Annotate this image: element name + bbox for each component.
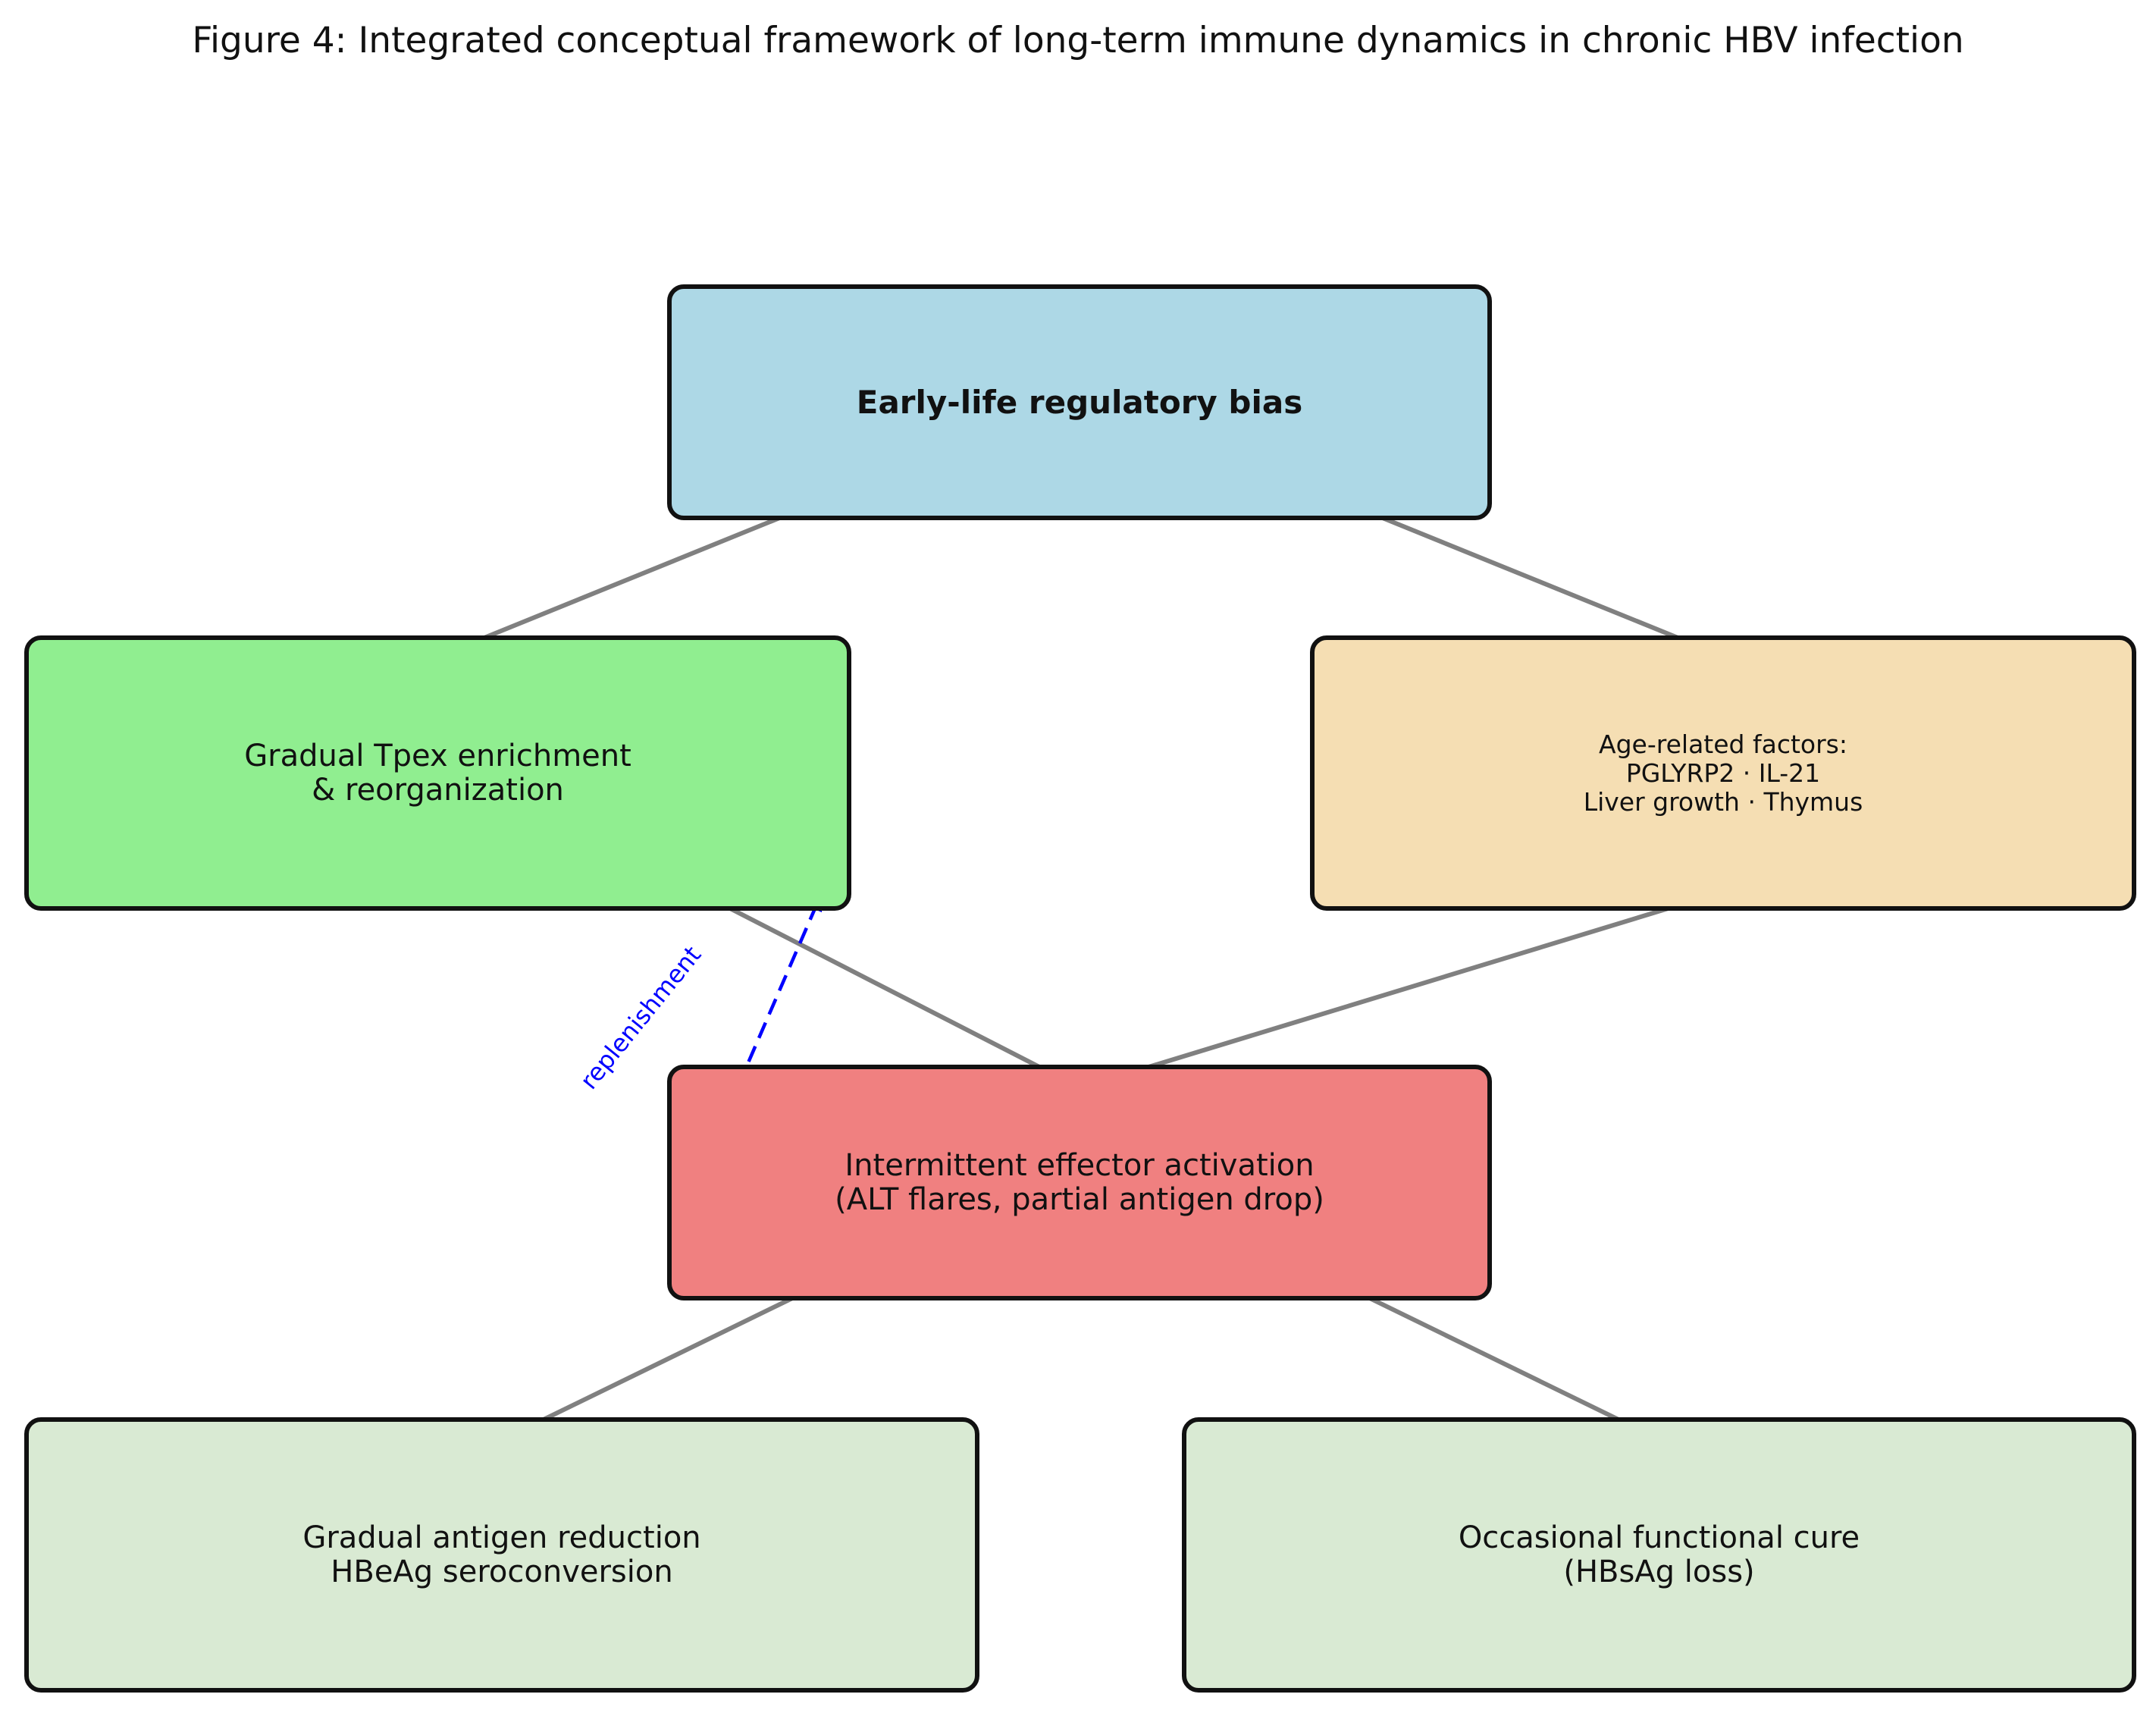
node-occasional-functional-cure: Occasional functional cure (HBsAg loss) [1182, 1417, 2136, 1693]
node-label-line: HBeAg seroconversion [331, 1554, 673, 1589]
figure-title: Figure 4: Integrated conceptual framewor… [192, 20, 1964, 61]
node-gradual-antigen-reduction: Gradual antigen reduction HBeAg seroconv… [24, 1417, 979, 1693]
edge-age-factors-to-effector [1089, 891, 1719, 1089]
node-label-line: (HBsAg loss) [1563, 1554, 1755, 1589]
edge-effector-to-functional-cure [1342, 1283, 1652, 1437]
edge-effector-to-antigen-reduction [510, 1283, 820, 1437]
node-label-line: PGLYRP2 · IL-21 [1625, 758, 1821, 788]
edge-tpex-to-effector [699, 891, 1073, 1085]
node-tpex-enrichment: Gradual Tpex enrichment & reorganization [24, 635, 851, 911]
node-label-line: Gradual Tpex enrichment [244, 738, 631, 773]
edge-early-to-tpex [447, 500, 820, 655]
node-early-life-regulatory-bias: Early-life regulatory bias [667, 284, 1492, 520]
node-label-line: Gradual antigen reduction [302, 1520, 701, 1555]
edge-early-to-age-factors [1342, 500, 1716, 655]
node-label-line: Age-related factors: [1599, 729, 1847, 759]
node-label-line: Intermittent effector activation [845, 1147, 1315, 1183]
node-label-line: Early-life regulatory bias [856, 383, 1303, 421]
node-intermittent-effector-activation: Intermittent effector activation (ALT fl… [667, 1065, 1492, 1300]
node-label-line: Liver growth · Thymus [1583, 786, 1863, 817]
node-label-line: (ALT flares, partial antigen drop) [835, 1181, 1324, 1217]
node-label-line: & reorganization [312, 772, 564, 808]
node-age-related-factors: Age-related factors: PGLYRP2 · IL-21 Liv… [1310, 635, 2136, 911]
node-label-line: Occasional functional cure [1458, 1520, 1860, 1555]
